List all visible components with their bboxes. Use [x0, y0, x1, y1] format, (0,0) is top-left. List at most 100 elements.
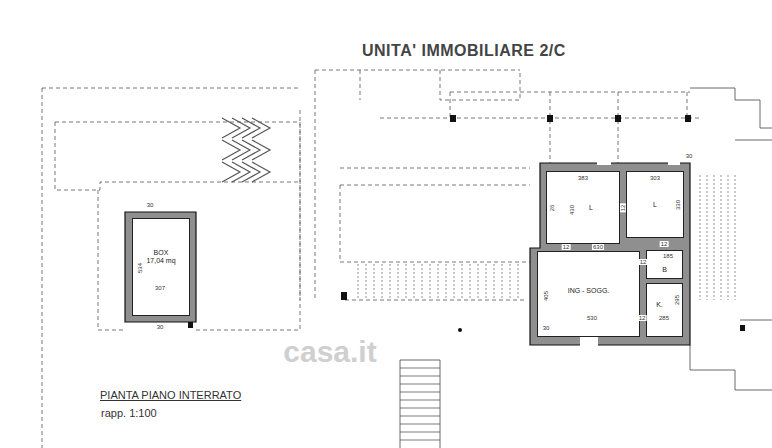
dimension: 534	[137, 262, 143, 274]
parking-stripe	[422, 264, 423, 298]
parking-stripe	[382, 264, 383, 298]
context-dashed	[42, 70, 700, 448]
door-opening	[597, 158, 611, 165]
stair-step	[400, 400, 440, 401]
room-label: L	[589, 204, 593, 212]
pillar	[188, 322, 193, 328]
pillar	[547, 115, 553, 122]
dimension: 12	[562, 244, 571, 250]
dimension: 12	[660, 241, 669, 247]
dimension: 185	[662, 253, 674, 259]
parking-stripe	[470, 264, 471, 298]
stair-step	[400, 440, 440, 441]
dimension: 330	[675, 199, 681, 211]
parking-stripe	[502, 264, 503, 298]
box-wall	[125, 212, 196, 322]
dimension: 383	[577, 175, 589, 181]
dimension: 285	[658, 315, 670, 321]
pillar	[740, 325, 745, 331]
dimension: 12	[639, 259, 648, 265]
chevron	[222, 162, 270, 182]
building-outline	[400, 88, 772, 448]
outline-line	[690, 345, 772, 390]
ramp-chevrons	[222, 118, 270, 182]
parking-stripe	[510, 264, 511, 298]
stair-step	[400, 384, 440, 385]
stair-step	[400, 392, 440, 393]
parking-stripe	[390, 264, 391, 298]
chevron	[222, 140, 270, 160]
parking-stripe	[398, 264, 399, 298]
parking-stripe	[735, 175, 736, 300]
room-label: B	[662, 266, 667, 274]
stair-step	[400, 408, 440, 409]
plan-title: UNITA' IMMOBILIARE 2/C	[362, 42, 566, 60]
parking-stripe	[494, 264, 495, 298]
dimension: 630	[592, 244, 604, 250]
pillar	[685, 115, 691, 122]
boundary-line	[98, 122, 300, 330]
dimension: 30	[146, 202, 155, 208]
parking-stripe	[700, 175, 701, 300]
outline-line	[690, 88, 772, 128]
door-opening	[580, 337, 598, 346]
dimension: 30	[156, 324, 165, 330]
parking-stripe	[406, 264, 407, 298]
watermark: casa.it	[282, 337, 377, 367]
dimension: 30	[685, 153, 694, 159]
boundary-line	[42, 88, 43, 448]
room: K.	[646, 283, 683, 337]
parking-stripe	[446, 264, 447, 298]
door-opening	[668, 158, 680, 165]
dimension: 12	[638, 315, 647, 321]
parking-stripe	[366, 264, 367, 298]
parking-stripe	[438, 264, 439, 298]
dimension: 430	[569, 204, 575, 216]
pillar	[615, 115, 621, 122]
parking-stripe	[486, 264, 487, 298]
boundary-line	[340, 168, 530, 300]
dimension: 12	[620, 204, 626, 213]
parking-stripe	[478, 264, 479, 298]
parking-stripe	[430, 264, 431, 298]
stair-outline	[400, 360, 440, 448]
room-label: K.	[656, 301, 663, 309]
chevron	[222, 118, 270, 138]
parking-stripe	[454, 264, 455, 298]
plan-caption: PIANTA PIANO INTERRATO	[100, 389, 241, 401]
parking-stripe	[707, 175, 708, 300]
boundary-line	[42, 88, 300, 89]
room-label: L	[653, 201, 657, 209]
boundary-line	[450, 92, 690, 163]
dimension: 303	[649, 175, 661, 181]
room-label: ING - SOGG.	[568, 287, 610, 295]
parking-stripe	[714, 175, 715, 300]
dimension: 405	[543, 290, 549, 302]
parking-stripe	[358, 264, 359, 298]
parking-stripe	[721, 175, 722, 300]
pillar	[450, 115, 456, 122]
room-label: BOX 17,04 mq	[144, 249, 178, 264]
apartment-wall	[530, 163, 690, 345]
stair-step	[400, 416, 440, 417]
stair-step	[400, 432, 440, 433]
dimension: 26	[549, 204, 555, 213]
outline-line	[735, 140, 772, 320]
dimension: 307	[154, 285, 166, 291]
dimension: 530	[586, 315, 598, 321]
dot	[458, 328, 462, 332]
room: L	[546, 171, 620, 244]
stair-step	[400, 368, 440, 369]
parking-stripe	[374, 264, 375, 298]
dimension: 295	[674, 294, 680, 306]
stair-step	[400, 376, 440, 377]
parking-stripe	[728, 175, 729, 300]
parking-stripe	[462, 264, 463, 298]
parking-stripe	[414, 264, 415, 298]
pillar	[341, 292, 347, 300]
stair-steps	[400, 368, 440, 440]
stair-step	[400, 424, 440, 425]
dimension: 30	[542, 325, 551, 331]
parking-stripe	[518, 264, 519, 298]
room: ING - SOGG.	[537, 251, 640, 337]
